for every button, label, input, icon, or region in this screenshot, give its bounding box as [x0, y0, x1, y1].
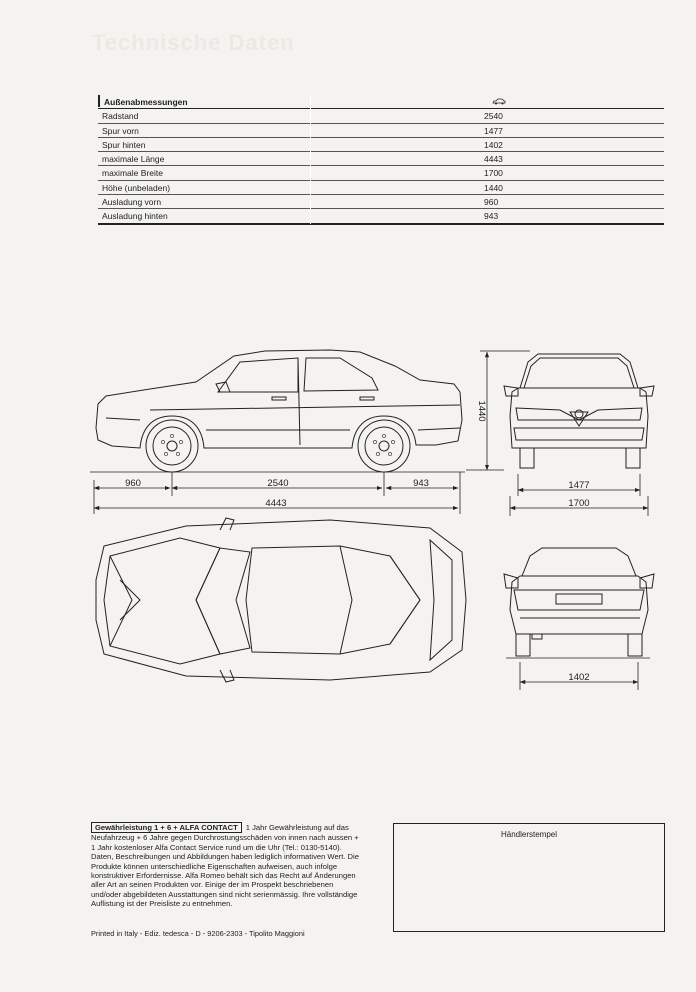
dim-rear-overhang: 943: [413, 478, 429, 489]
exterior-dimensions-table: Außenabmessungen Radstand 2540 Spur vorn 1…: [98, 95, 664, 225]
row-label: maximale Länge: [102, 154, 165, 165]
disclaimer-text: Daten, Beschreibungen und Abbildungen ha…: [91, 852, 359, 909]
table-row: Spur vorn 1477: [98, 123, 664, 138]
table-row: Radstand 2540: [98, 109, 664, 124]
row-label: Höhe (unbeladen): [102, 182, 171, 193]
table-header-label: Außenabmessungen: [104, 97, 188, 107]
table-row: maximale Länge 4443: [98, 152, 664, 167]
dim-front-overhang: 960: [125, 478, 141, 489]
table-row: Spur hinten 1402: [98, 137, 664, 153]
row-label: Spur hinten: [102, 139, 146, 150]
row-value: 943: [484, 211, 499, 222]
row-label: Spur vorn: [102, 125, 139, 136]
dealer-stamp-box: Händlerstempel: [393, 823, 665, 932]
rear-view-drawing: [503, 547, 655, 657]
row-value: 2540: [484, 111, 503, 122]
row-label: Ausladung vorn: [102, 197, 162, 208]
row-value: 1440: [484, 182, 503, 193]
faded-page-heading: Technische Daten: [92, 30, 295, 55]
warranty-title: Gewährleistung 1 + 6 + ALFA CONTACT: [91, 822, 242, 834]
print-info: Printed in Italy - Ediz. tedesca - D - 9…: [91, 929, 305, 938]
row-label: Radstand: [102, 111, 139, 122]
table-header-row: Außenabmessungen: [98, 95, 664, 110]
car-silhouette-icon: [492, 97, 506, 107]
row-value: 1700: [484, 168, 503, 179]
side-view-drawing: [95, 349, 463, 473]
row-value: 1402: [484, 139, 503, 150]
row-value: 4443: [484, 154, 503, 165]
dim-width: 1700: [568, 498, 589, 509]
dim-track-front: 1477: [568, 480, 589, 491]
row-value: 960: [484, 197, 499, 208]
top-view-drawing: [95, 517, 467, 683]
table-row: maximale Breite 1700: [98, 166, 664, 181]
dim-height: 1440: [476, 400, 487, 421]
table-row: Höhe (unbeladen) 1440: [98, 180, 664, 196]
dim-track-rear: 1402: [568, 672, 589, 683]
warranty-body: 1 Jahr Gewährleistung auf das Neufahrzeu…: [91, 823, 359, 852]
row-label: maximale Breite: [102, 168, 163, 179]
table-row: Ausladung vorn 960: [98, 195, 664, 210]
header-marker: [98, 95, 100, 107]
row-label: Ausladung hinten: [102, 211, 168, 222]
row-value: 1477: [484, 125, 503, 136]
dealer-stamp-label: Händlerstempel: [500, 830, 558, 839]
front-view-drawing: [503, 353, 655, 469]
dim-length: 4443: [265, 498, 286, 509]
table-row: Ausladung hinten 943: [98, 209, 664, 225]
dim-wheelbase: 2540: [267, 478, 288, 489]
